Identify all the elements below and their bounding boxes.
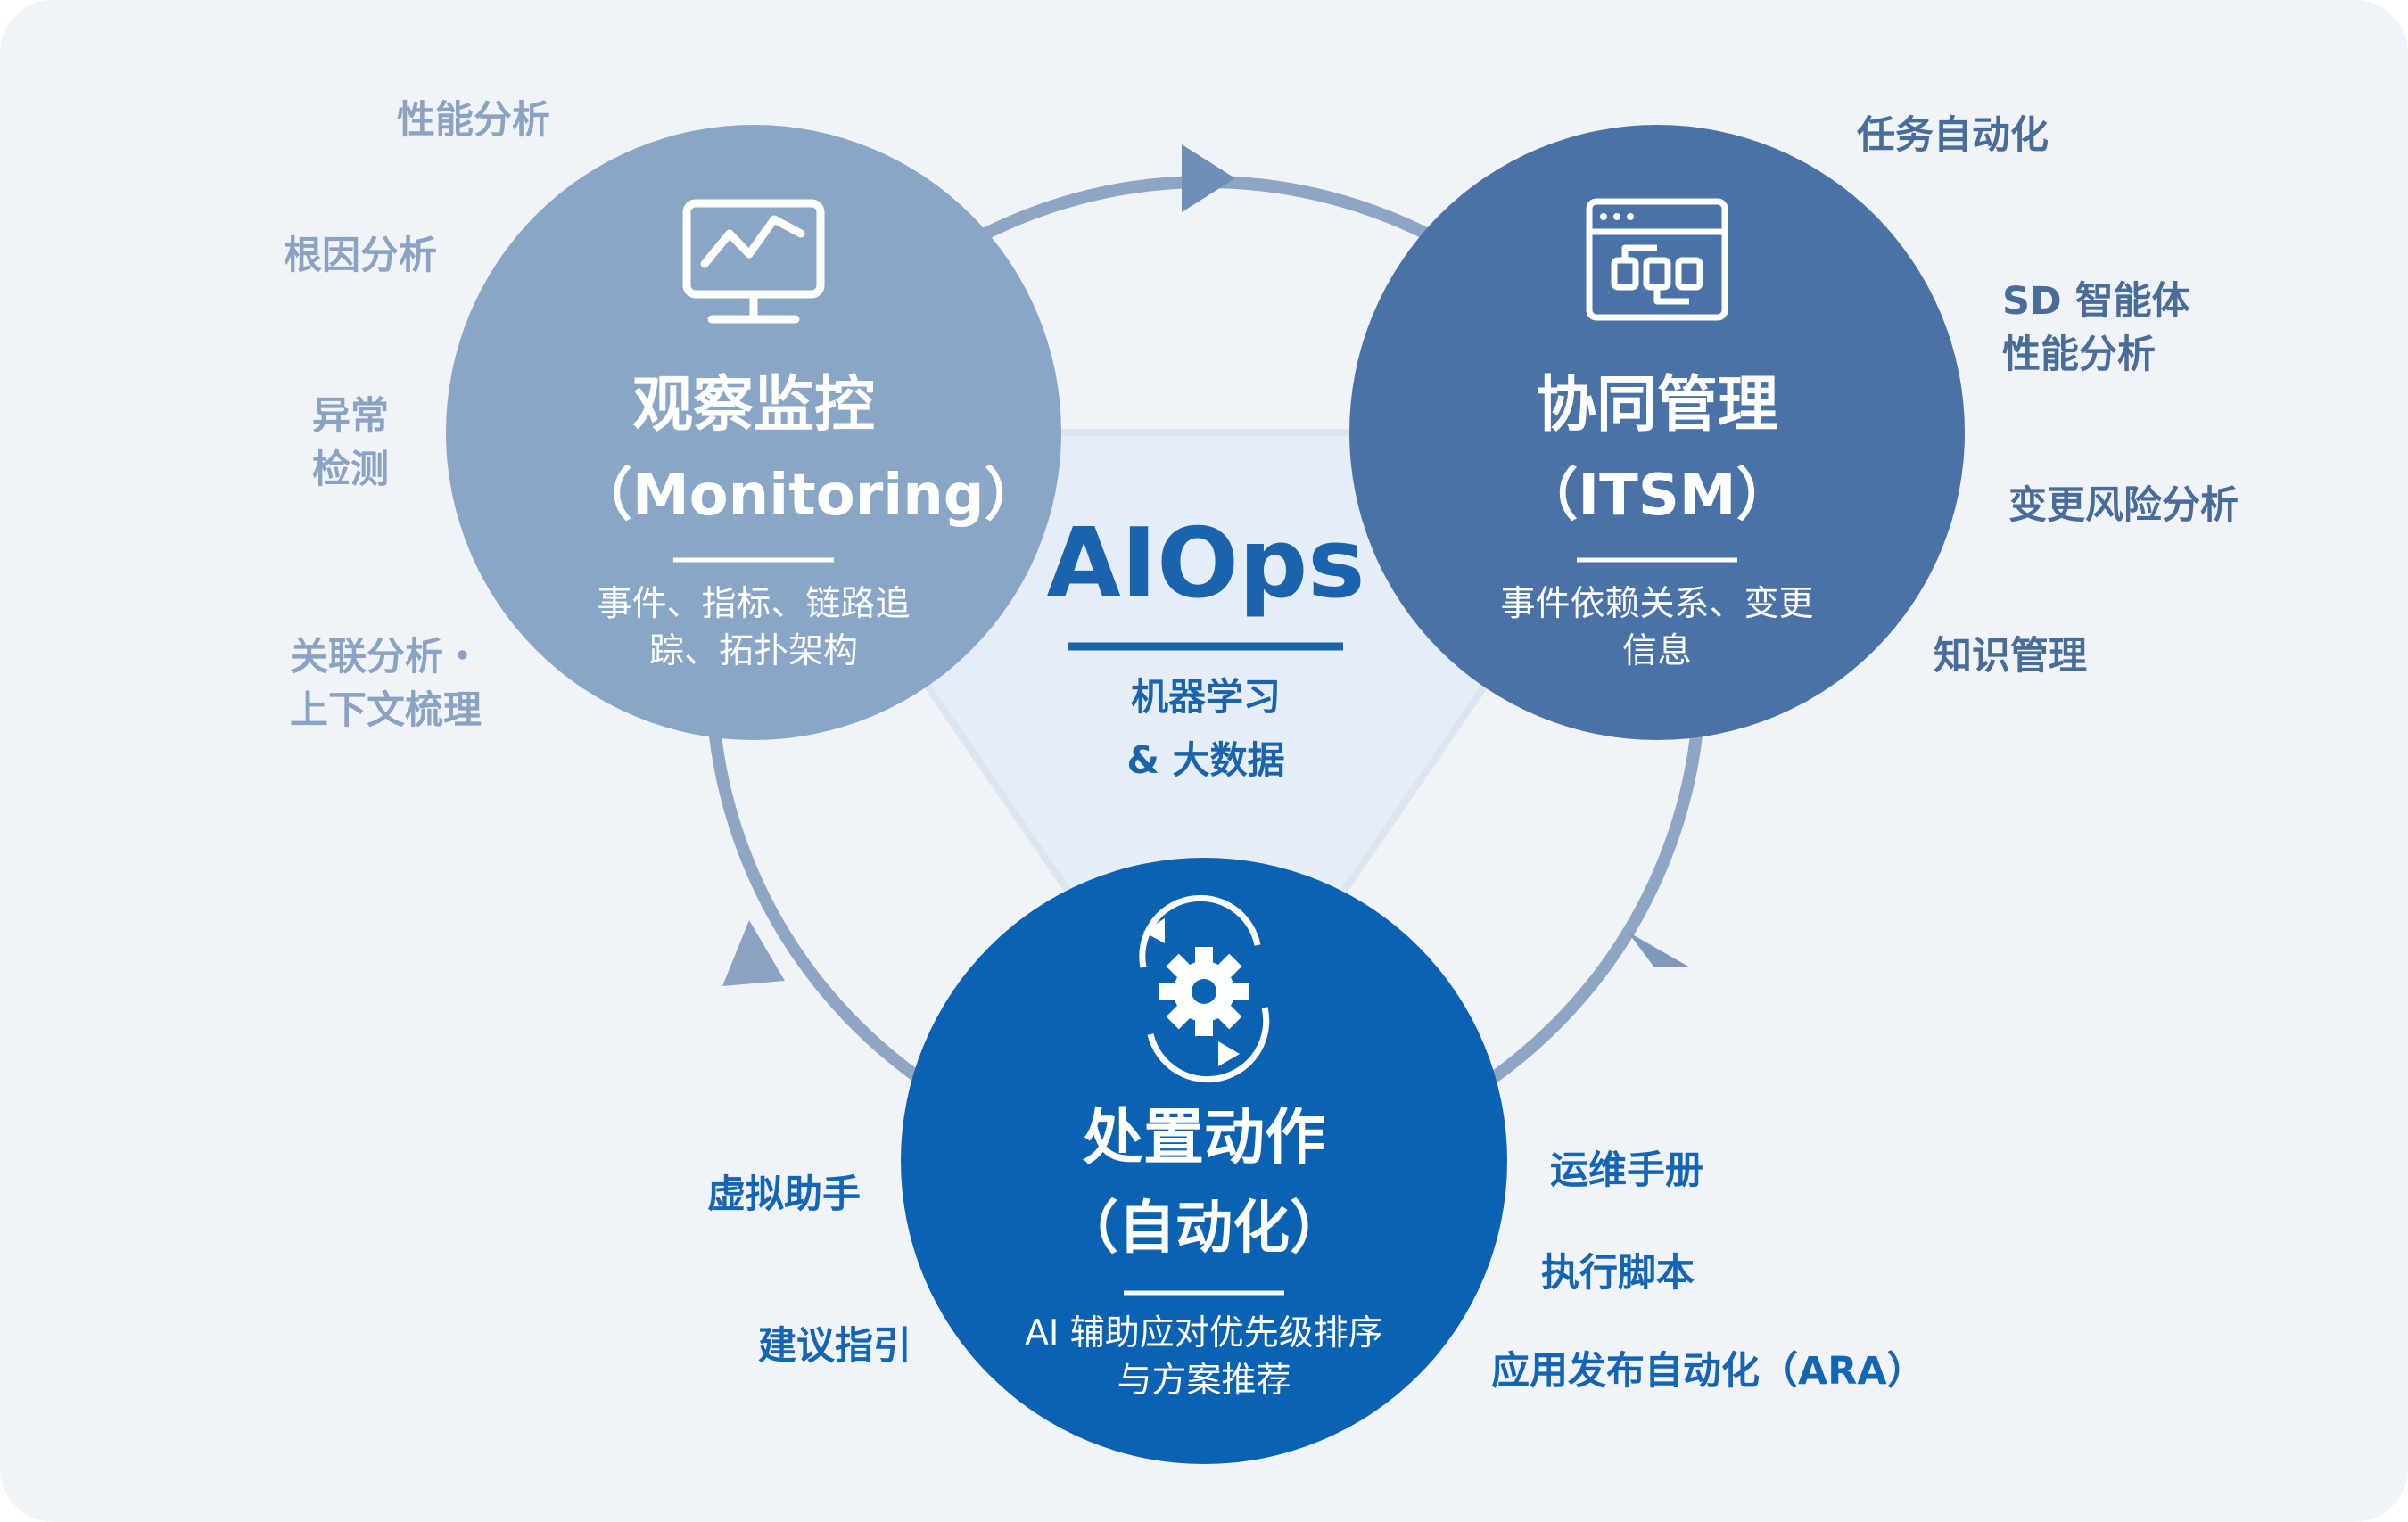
automation-title: 处置动作 (1082, 1103, 1325, 1173)
automation-subtitle: （自动化） (1061, 1195, 1347, 1262)
label-anomaly-line-1: 异常 (312, 394, 389, 439)
label-task-automation: 任务自动化 (1857, 113, 2049, 158)
automation-circle-text[interactable]: 处置动作 （自动化） (1026, 1103, 1382, 1262)
automation-circle (901, 858, 1507, 1464)
label-sd-agent: SD 智能体 性能分析 (2002, 275, 2190, 382)
itsm-circle-text[interactable]: 协同管理 （ITSM） (1479, 370, 1835, 529)
label-correlation-line-1: 关联分析・ (290, 635, 482, 679)
label-root-cause-analysis: 根因分析 (284, 234, 437, 278)
monitor-chart-icon (682, 199, 825, 324)
monitoring-description: 事件、指标、链路追 踪、拓扑架构 (535, 581, 972, 675)
label-anomaly-line-2: 检测 (312, 448, 389, 493)
label-execute-script: 执行脚本 (1541, 1251, 1695, 1296)
label-correlation-analysis: 关联分析・ 上下文梳理 (290, 630, 482, 737)
arrow-monitoring-to-itsm (1182, 144, 1235, 212)
label-sd-line-1: SD 智能体 (2002, 279, 2190, 324)
label-anomaly-detection: 异常 检测 (312, 390, 389, 497)
itsm-description: 事件依赖关系、变更 信息 (1439, 581, 1876, 675)
itsm-desc-line-2: 信息 (1621, 630, 1692, 671)
gear-cycle-icon (1139, 894, 1270, 1083)
aiops-subtitle: 机器学习 & 大数据 (1027, 665, 1384, 793)
label-sd-line-2: 性能分析 (2002, 333, 2156, 378)
monitoring-desc-line-2: 踪、拓扑架构 (648, 630, 858, 671)
label-ara: 应用发布自动化（ARA） (1491, 1349, 1926, 1394)
label-correlation-line-2: 上下文梳理 (290, 688, 482, 734)
arrow-itsm-to-automation (1628, 932, 1690, 967)
aiops-subtitle-line-1: 机器学习 (1130, 675, 1281, 719)
label-suggestion-guide: 建议指引 (758, 1324, 911, 1369)
automation-desc-line-1: AI 辅助应对优先级排序 (1025, 1313, 1383, 1353)
monitoring-subtitle: （Monitoring） (575, 462, 1042, 529)
workflow-window-icon (1586, 198, 1728, 321)
itsm-title: 协同管理 (1535, 370, 1778, 440)
arrow-automation-to-monitoring (722, 920, 785, 986)
label-virtual-assistant: 虚拟助手 (707, 1172, 861, 1217)
label-performance-analysis: 性能分析 (397, 98, 550, 143)
label-change-risk-analysis: 变更风险分析 (2008, 483, 2239, 528)
automation-desc-line-2: 与方案推荐 (1117, 1360, 1291, 1401)
aiops-subtitle-line-2: & 大数据 (1126, 738, 1285, 783)
monitoring-circle-text[interactable]: 观察监控 （Monitoring） (575, 370, 1042, 529)
automation-description: AI 辅助应对优先级排序 与方案推荐 (981, 1311, 1427, 1404)
aiops-title: AIOps (1046, 508, 1365, 620)
monitoring-circle (446, 125, 1061, 740)
itsm-subtitle: （ITSM） (1521, 462, 1794, 529)
label-knowledge-management: 知识管理 (1934, 634, 2087, 679)
label-runbook: 运维手册 (1550, 1148, 1703, 1193)
monitoring-title: 观察监控 (631, 370, 875, 440)
itsm-desc-line-1: 事件依赖关系、变更 (1500, 584, 1814, 624)
monitoring-desc-line-1: 事件、指标、链路追 (597, 584, 911, 624)
itsm-circle (1349, 125, 1965, 740)
